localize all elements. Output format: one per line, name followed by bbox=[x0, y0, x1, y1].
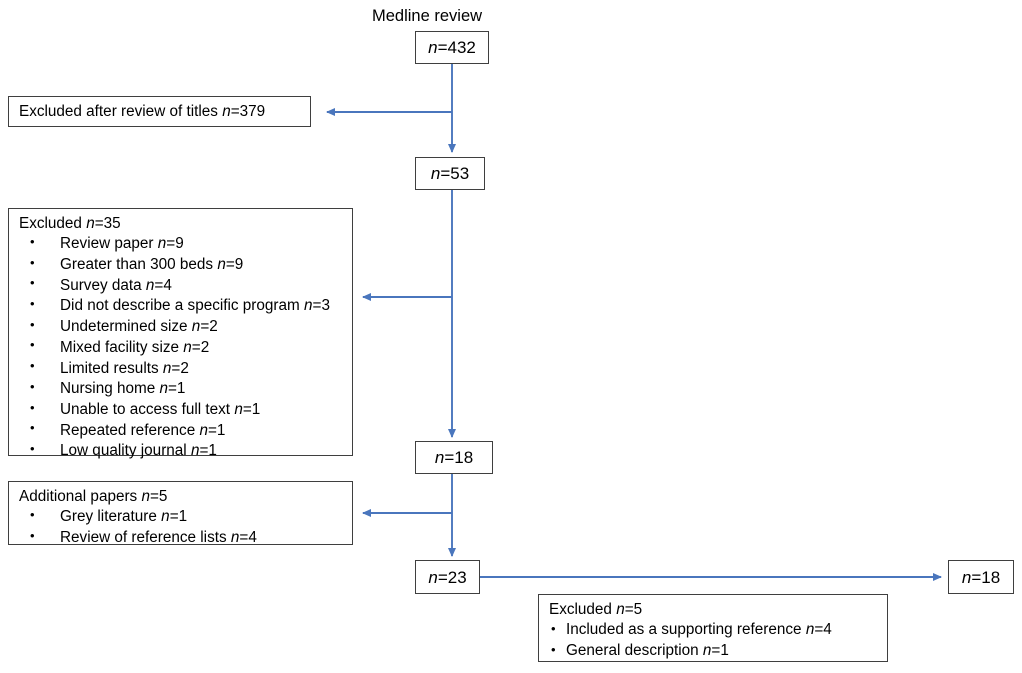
list-item: Repeated reference n=1 bbox=[19, 420, 343, 441]
list-item: Low quality journal n=1 bbox=[19, 441, 343, 461]
additional-papers-title: Additional papers n=5 bbox=[19, 488, 168, 505]
node-after-full: n=18 bbox=[415, 441, 493, 474]
list-item: Review of reference lists n=4 bbox=[19, 528, 343, 548]
node-with-additional: n=23 bbox=[415, 560, 480, 594]
list-item: Included as a supporting reference n=4 bbox=[549, 620, 878, 640]
list-item: Did not describe a specific program n=3 bbox=[19, 296, 343, 316]
node-after-titles: n=53 bbox=[415, 157, 485, 190]
list-item: Mixed facility size n=2 bbox=[19, 337, 343, 358]
additional-papers-list: Grey literature n=1 Review of reference … bbox=[19, 507, 343, 547]
node-after-full-label: n=18 bbox=[434, 448, 474, 467]
list-item: General description n=1 bbox=[549, 641, 878, 661]
list-item: Review paper n=9 bbox=[19, 234, 343, 254]
additional-papers-box: Additional papers n=5 Grey literature n=… bbox=[8, 481, 353, 547]
excluded-titles-text: Excluded after review of titles n=379 bbox=[19, 102, 266, 120]
page-title: Medline review bbox=[372, 7, 483, 25]
list-item: Survey data n=4 bbox=[19, 275, 343, 296]
excluded-final-title: Excluded n=5 bbox=[549, 601, 643, 618]
excluded-final-list: Included as a supporting reference n=4 G… bbox=[549, 620, 878, 661]
list-item: Limited results n=2 bbox=[19, 358, 343, 379]
list-item: Unable to access full text n=1 bbox=[19, 400, 343, 420]
node-start-label: n=432 bbox=[428, 38, 476, 57]
node-final: n=18 bbox=[948, 560, 1014, 594]
list-item: Nursing home n=1 bbox=[19, 379, 343, 399]
excluded-main-list: Review paper n=9 Greater than 300 beds n… bbox=[19, 234, 343, 461]
node-with-additional-label: n=23 bbox=[428, 567, 467, 587]
list-item: Grey literature n=1 bbox=[19, 507, 343, 527]
node-start: n=432 bbox=[415, 31, 489, 64]
excluded-titles-box: Excluded after review of titles n=379 bbox=[8, 96, 311, 127]
node-after-titles-label: n=53 bbox=[430, 164, 470, 183]
list-item: Undetermined size n=2 bbox=[19, 317, 343, 337]
excluded-main-box: Excluded n=35 Review paper n=9 Greater t… bbox=[8, 208, 353, 459]
excluded-final-box: Excluded n=5 Included as a supporting re… bbox=[538, 594, 888, 662]
list-item: Greater than 300 beds n=9 bbox=[19, 255, 343, 275]
node-final-label: n=18 bbox=[961, 567, 1001, 587]
excluded-main-title: Excluded n=35 bbox=[19, 215, 121, 232]
